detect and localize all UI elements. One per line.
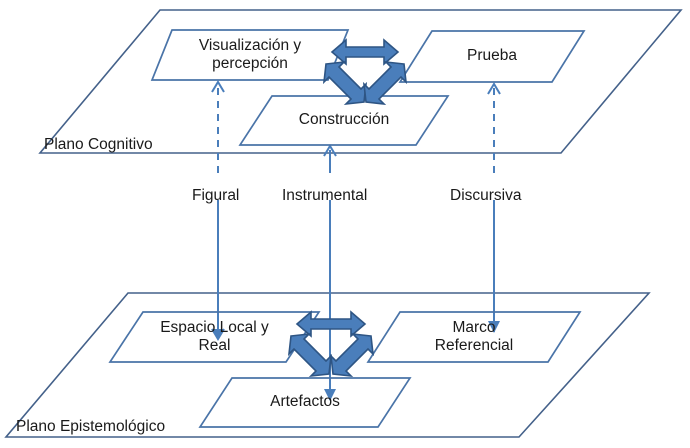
arrow-marco-artefactos[interactable] [329,332,375,378]
plane-epistemological-shape [4,292,651,438]
arrow-visualizacion-prueba[interactable] [330,38,400,66]
axis-connector-figural [211,80,225,341]
node-prueba-shape[interactable] [398,30,586,83]
arrow-prueba-construccion[interactable] [362,60,408,106]
cognitive-arrow-cluster [322,38,408,106]
axis-connector-discursiva [487,82,501,333]
node-artefactos-shape[interactable] [198,377,412,428]
node-construccion-shape[interactable] [238,95,450,146]
node-visualizacion-shape[interactable] [150,29,350,81]
plane-cognitive-shape [38,9,683,154]
arrow-espacio-artefactos[interactable] [287,332,333,378]
arrow-visualizacion-construccion[interactable] [322,60,368,106]
node-marco-referencial-shape[interactable] [366,311,582,363]
epistemological-arrow-cluster [287,310,375,378]
node-espacio-local-real-shape[interactable] [108,311,321,363]
arrow-espacio-marco[interactable] [295,310,367,338]
